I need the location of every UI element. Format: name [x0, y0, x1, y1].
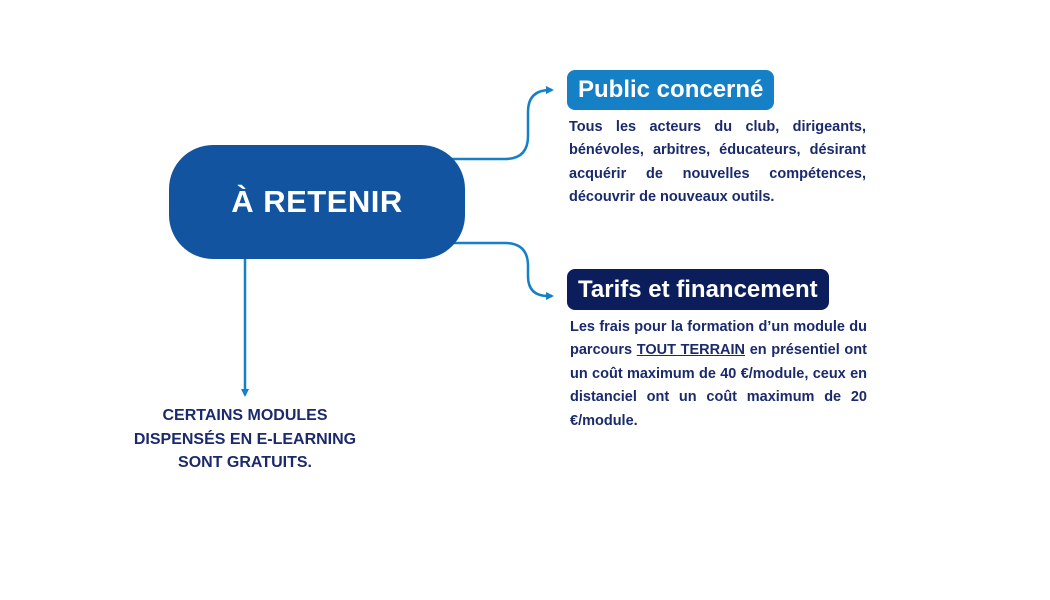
- tarifs-text-before: Les frais pour la formation d’un module …: [570, 319, 867, 359]
- central-title: À RETENIR: [231, 184, 403, 219]
- connector-to-tarifs: [452, 241, 554, 300]
- public-description: Tous les acteurs du club, dirigeants, bé…: [569, 119, 866, 206]
- tarifs-description: Les frais pour la formation d’un module …: [570, 316, 867, 433]
- e-learning-note: CERTAINS MODULES DISPENSÉS EN E-LEARNING…: [110, 404, 380, 475]
- tarifs-heading: Tarifs et financement: [567, 269, 829, 310]
- note-line-2: DISPENSÉS EN E-LEARNING: [133, 430, 357, 448]
- public-heading-label: Public concerné: [578, 76, 764, 103]
- tarifs-text-after: en présentiel ont un coût maximum de 40 …: [570, 342, 867, 429]
- public-heading: Public concerné: [567, 70, 775, 110]
- connector-to-public: [452, 86, 554, 161]
- note-line-3: SONT GRATUITS.: [178, 454, 312, 471]
- tarifs-heading-label: Tarifs et financement: [578, 275, 818, 303]
- tarifs-text-emphasis: TOUT TERRAIN: [636, 342, 746, 359]
- central-node: À RETENIR: [169, 145, 465, 259]
- note-line-1: CERTAINS MODULES: [162, 407, 328, 424]
